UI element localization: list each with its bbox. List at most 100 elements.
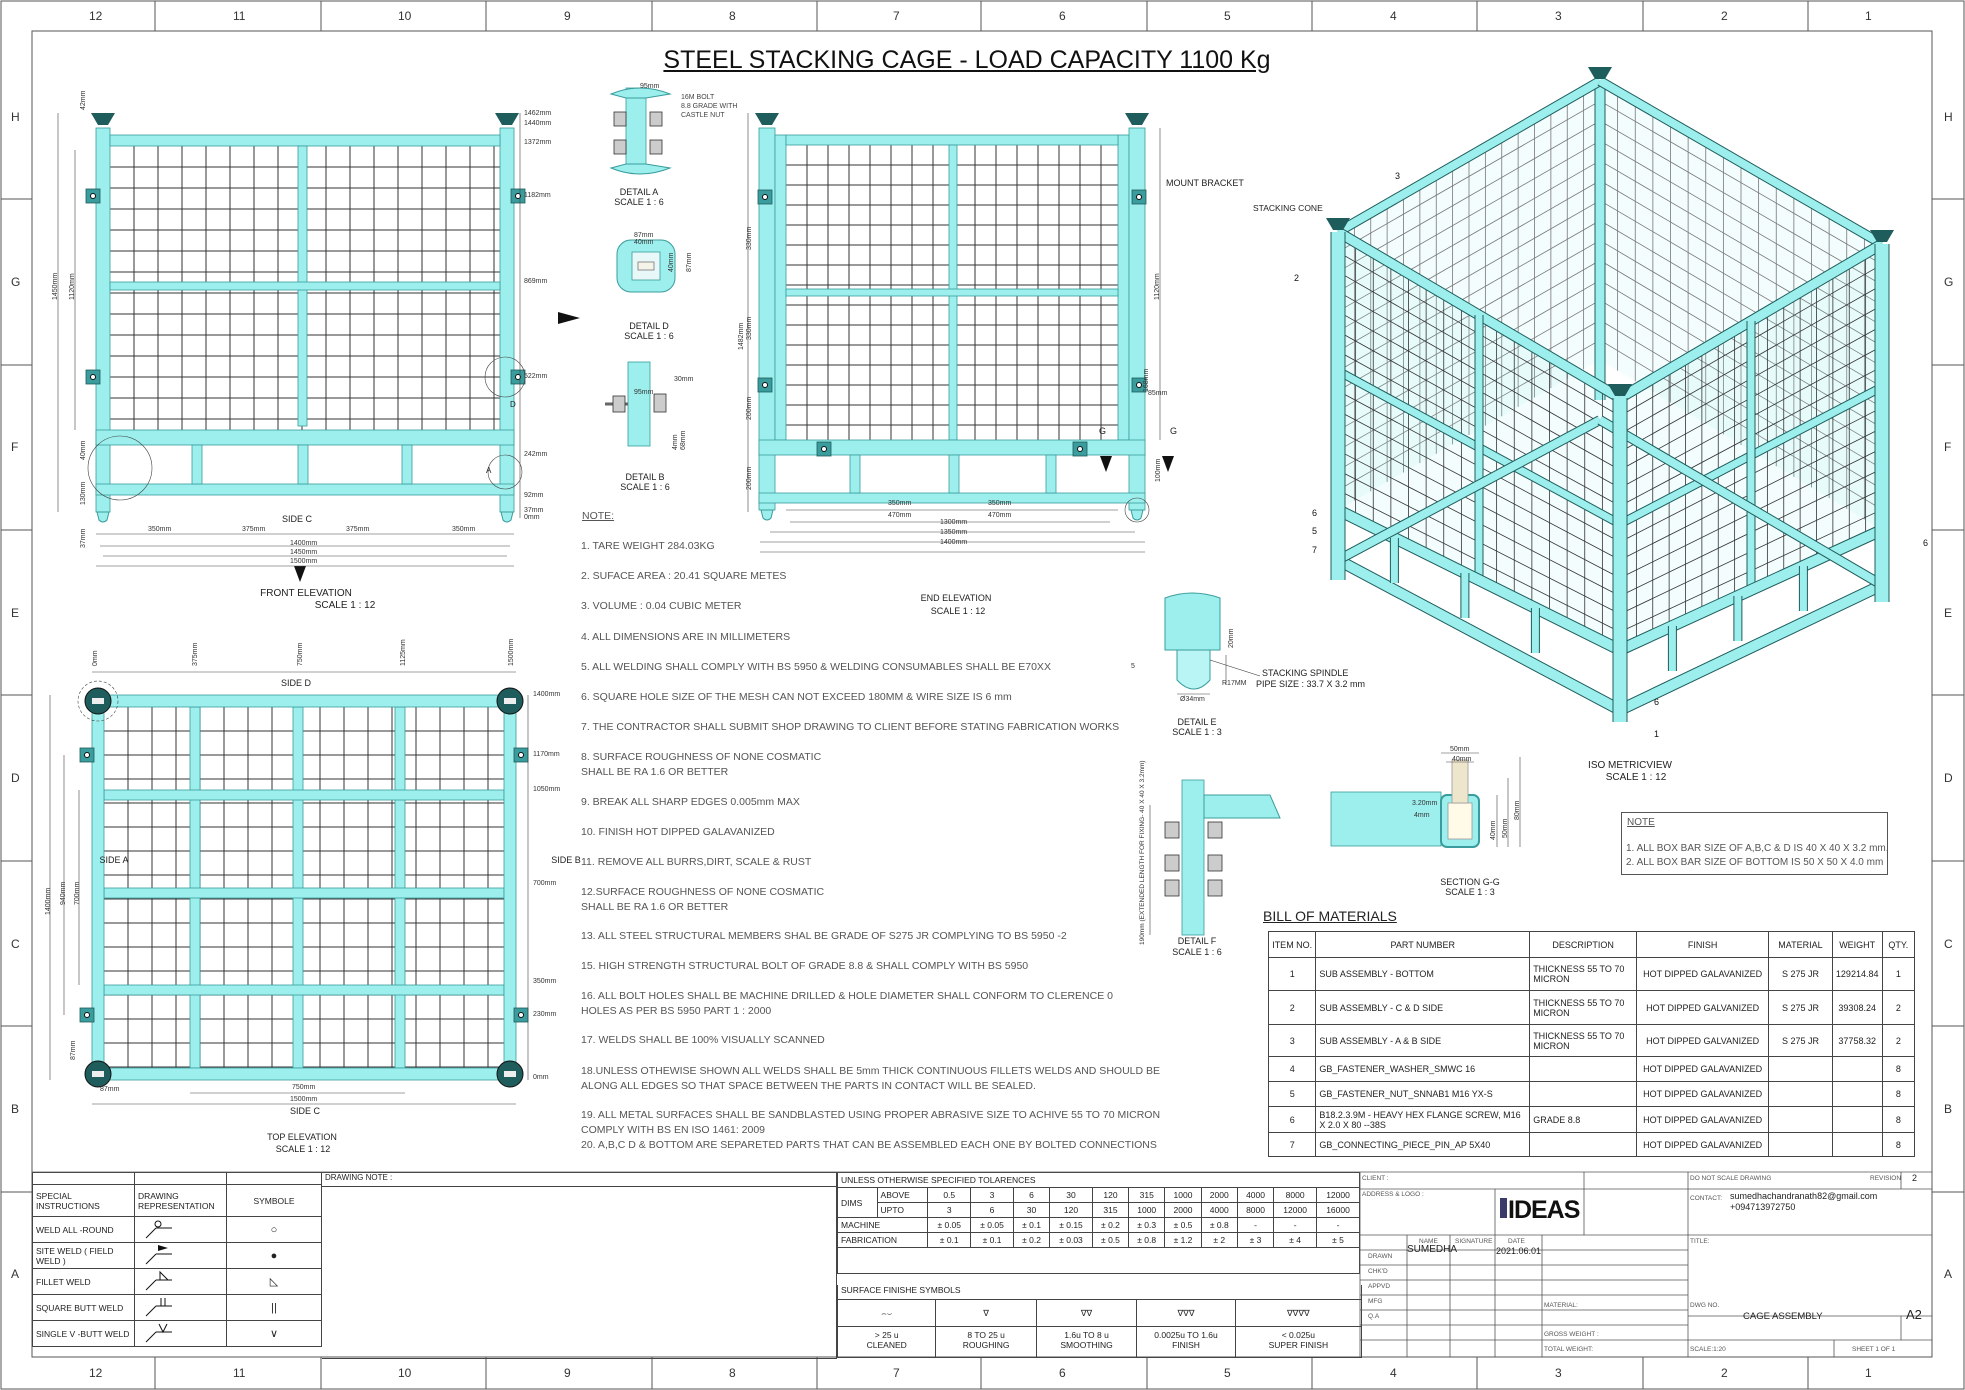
view-arrow-icon bbox=[558, 312, 580, 324]
steel-member bbox=[785, 288, 1119, 297]
above-value: 0.5 bbox=[927, 1187, 972, 1203]
weld-type: SITE WELD ( FIELD WELD ) bbox=[32, 1242, 135, 1269]
bolt-icon bbox=[649, 111, 663, 127]
note-item: 20. A,B,C D & BOTTOM ARE SEPARETED PARTS… bbox=[581, 1139, 1157, 1151]
note-item: 6. SQUARE HOLE SIZE OF THE MESH CAN NOT … bbox=[581, 691, 1012, 703]
mesh-wire bbox=[1599, 180, 1883, 347]
mesh-wire bbox=[1337, 140, 1601, 292]
nut-icon bbox=[1207, 821, 1223, 839]
note-item: 5. ALL WELDING SHALL COMPLY WITH BS 5950… bbox=[581, 661, 1051, 673]
steel-member bbox=[1597, 416, 1885, 589]
zone-column-label: 2 bbox=[1721, 1366, 1728, 1380]
drawn-name: SUMEDHA bbox=[1407, 1244, 1458, 1255]
zone-column-label: 11 bbox=[233, 1366, 246, 1380]
note-item: HOLES AS PER BS 5950 PART 1 : 2000 bbox=[581, 1005, 772, 1017]
zone-column-label: 11 bbox=[233, 9, 246, 23]
dimension-label: 87mm bbox=[70, 1040, 77, 1060]
leader-line bbox=[1209, 659, 1261, 677]
approval-role: DRAWN bbox=[1368, 1253, 1393, 1260]
bolt-icon bbox=[821, 446, 827, 452]
bom-cell: GRADE 8.8 bbox=[1529, 1106, 1638, 1133]
front-side-label: SIDE C bbox=[281, 514, 313, 524]
zone-column-label: 9 bbox=[564, 1366, 571, 1380]
bom-cell: HOT DIPPED GALAVANIZED bbox=[1636, 1132, 1770, 1157]
dwg-no-value: CAGE ASSEMBLY bbox=[1743, 1311, 1823, 1322]
sheet-size: A2 bbox=[1906, 1307, 1922, 1322]
drawing-note-label: DRAWING NOTE : bbox=[322, 1173, 836, 1187]
detail-callout-circle bbox=[487, 454, 523, 490]
dimension-label: 1400mm bbox=[45, 887, 52, 915]
weld-header: SYMBOLE bbox=[226, 1184, 322, 1217]
front-elevation-scale: SCALE 1 : 12 bbox=[314, 600, 376, 611]
steel-member bbox=[1336, 416, 1602, 564]
stacking-cone-icon bbox=[755, 113, 779, 125]
steel-member bbox=[394, 706, 406, 1069]
machine-value: ± 0.05 bbox=[927, 1217, 972, 1233]
weld-symbol: || bbox=[226, 1294, 322, 1321]
iso-view-label: ISO METRICVIEW bbox=[1588, 760, 1672, 771]
logo-mark-icon bbox=[1500, 1198, 1507, 1218]
bolt-icon bbox=[613, 139, 627, 155]
bom-cell: HOT DIPPED GALVANIZED bbox=[1636, 990, 1770, 1025]
machine-value: - bbox=[1273, 1217, 1318, 1233]
spindle-hole-icon bbox=[504, 1071, 516, 1077]
bom-cell: GB_FASTENER_NUT_SNNAB1 M16 YX-S bbox=[1315, 1081, 1531, 1107]
dimension-label: 68mm bbox=[680, 430, 687, 450]
spindle-hole-icon bbox=[92, 1071, 104, 1077]
detail-a-scale: SCALE 1 : 6 bbox=[614, 197, 664, 207]
bom-cell: S 275 JR bbox=[1768, 990, 1833, 1025]
connecting-pin bbox=[1451, 759, 1469, 804]
fabrication-value: ± 0.03 bbox=[1049, 1232, 1093, 1248]
bolt-icon bbox=[1077, 446, 1083, 452]
machine-value: ± 0.05 bbox=[970, 1217, 1014, 1233]
name-header: NAME bbox=[1419, 1238, 1438, 1245]
steel-member bbox=[103, 984, 505, 996]
bom-column-header: FINISH bbox=[1636, 931, 1770, 958]
stacking-spindle-icon bbox=[1130, 509, 1144, 521]
stacking-cone-icon bbox=[1870, 230, 1894, 242]
weld-cell bbox=[134, 1172, 227, 1185]
stacking-spindle bbox=[1176, 649, 1211, 690]
detail-a-bolt-note: 16M BOLT 8.8 GRADE WITH CASTLE NUT bbox=[681, 93, 737, 120]
upto-value: 3 bbox=[927, 1202, 972, 1218]
bom-cell: GB_CONNECTING_PIECE_PIN_AP 5X40 bbox=[1315, 1132, 1531, 1157]
contact-email: sumedhachandranath82@gmail.com bbox=[1730, 1191, 1878, 1201]
surface-finish-range: 8 TO 25 u bbox=[967, 1330, 1005, 1340]
steel-member bbox=[95, 429, 515, 446]
surface-finish-name: SMOOTHING bbox=[1060, 1340, 1113, 1350]
detail-d-scale: SCALE 1 : 6 bbox=[624, 331, 674, 341]
dimension-label: 30mm bbox=[674, 376, 694, 383]
total-weight-label: TOTAL WEIGHT: bbox=[1544, 1346, 1593, 1353]
bom-cell bbox=[1768, 1056, 1833, 1082]
weld-row: SITE WELD ( FIELD WELD )● bbox=[32, 1242, 322, 1269]
box-note-heading: NOTE bbox=[1627, 817, 1655, 828]
box-note-item: 1. ALL BOX BAR SIZE OF A,B,C & D IS 40 X… bbox=[1626, 843, 1889, 854]
bolt-icon bbox=[649, 139, 663, 155]
above-value: 8000 bbox=[1273, 1187, 1318, 1203]
mesh-wire bbox=[1599, 319, 1883, 490]
dimension-label: 750mm bbox=[297, 642, 304, 666]
item-balloon: 6 bbox=[1312, 508, 1317, 518]
nut-icon bbox=[612, 395, 626, 413]
dimension-label: 4mm bbox=[1414, 812, 1430, 819]
dimension-label: 40mm bbox=[80, 440, 87, 460]
site-weld-icon bbox=[145, 1244, 172, 1264]
surface-finish-range: < 0.025u bbox=[1281, 1330, 1316, 1340]
dimension-label: 1300mm bbox=[940, 519, 968, 526]
signature-header: SIGNATURE bbox=[1455, 1238, 1493, 1245]
dimension-label: 350mm bbox=[452, 526, 476, 533]
upto-value: 12000 bbox=[1273, 1202, 1318, 1218]
weld-representation bbox=[134, 1216, 227, 1243]
machine-value: - bbox=[1316, 1217, 1360, 1233]
bom-cell: 6 bbox=[1267, 1106, 1317, 1133]
dimension-label: 87mm bbox=[686, 252, 693, 272]
dimension-label: 4mm bbox=[672, 434, 679, 450]
steel-member bbox=[1045, 454, 1057, 494]
bom-cell bbox=[1529, 1132, 1638, 1157]
note-item: 10. FINISH HOT DIPPED GALAVANIZED bbox=[581, 826, 775, 838]
bolt-icon bbox=[1136, 194, 1142, 200]
detail-f-label: DETAIL F bbox=[1177, 936, 1217, 946]
bom-cell: B18.2.3.9M - HEAVY HEX FLANGE SCREW, M16… bbox=[1315, 1106, 1531, 1133]
